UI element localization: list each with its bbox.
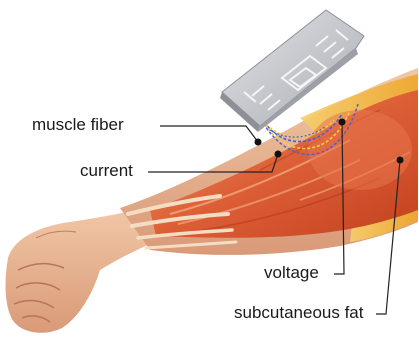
voltage-marker [339,119,346,126]
muscle-fiber-marker [255,139,262,146]
label-subcutaneous-fat: subcutaneous fat [234,303,363,323]
current-marker [275,151,282,158]
muscle-fiber-leader [160,126,258,142]
subcutaneous-fat-marker [397,157,404,164]
label-current: current [80,161,133,181]
hand [6,210,150,333]
label-voltage: voltage [264,263,319,283]
label-muscle-fiber: muscle fiber [32,115,124,135]
